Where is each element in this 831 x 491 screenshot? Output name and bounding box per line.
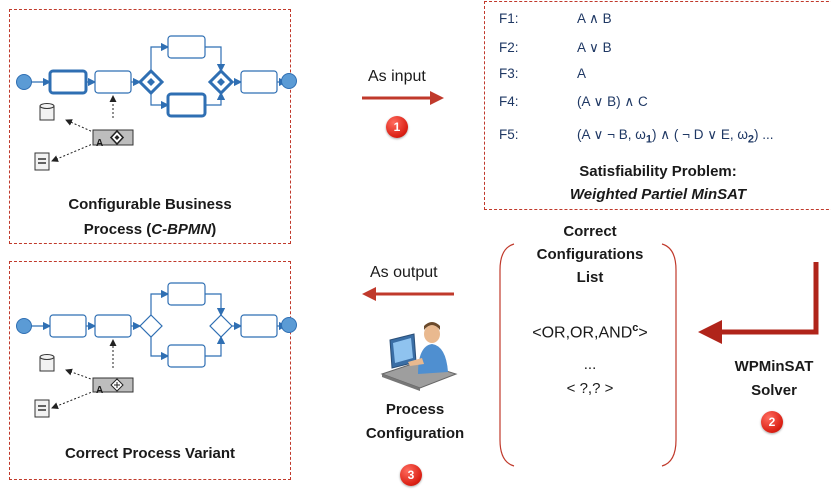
variant-gateway-label: A — [96, 385, 104, 396]
as-input-label: As input — [368, 68, 426, 85]
step-2-badge: 2 — [761, 411, 783, 433]
formula-value-f5: (A ∨ ¬ B, ω1) ∧ ( ¬ D ∨ E, ω2) ... — [577, 127, 774, 146]
as-output-arrow — [362, 287, 454, 301]
variant-task-2 — [94, 314, 132, 338]
user-computer-icon — [380, 322, 458, 391]
variant-gateway-split — [139, 314, 163, 338]
variant-task-upper — [167, 282, 206, 306]
sat-problem-title: Satisfiability Problem: Weighted Partiel… — [485, 160, 831, 206]
variant-task-lower — [167, 344, 206, 368]
as-output-label: As output — [370, 264, 438, 281]
correct-variant-caption: Correct Process Variant — [64, 445, 236, 462]
process-config-line-2: Configuration — [365, 425, 465, 442]
sat-problem-panel: F1: A ∧ B F2: A ∨ B F3: A F4: (A ∨ B) ∧ … — [484, 1, 831, 210]
configurable-gateway-join — [207, 68, 235, 96]
task-2 — [94, 70, 132, 94]
cbpmn-italic: C-BPMN — [151, 221, 212, 238]
solver-arrow — [698, 262, 819, 344]
configurations-list-title: Correct Configurations List — [500, 220, 680, 289]
gateway-requirement-label: A — [96, 138, 104, 149]
solver-line-1: WPMinSAT — [734, 358, 814, 375]
formula-label-f4: F4: — [499, 94, 519, 109]
configs-title-line-3: List — [576, 269, 604, 286]
formula-label-f1: F1: — [499, 11, 519, 26]
configs-title-line-1: Correct — [563, 223, 617, 240]
variant-bpmn-diagram — [16, 282, 288, 418]
variant-document-icon — [34, 399, 50, 418]
document-icon — [34, 152, 50, 171]
formula-label-f2: F2: — [499, 40, 519, 55]
configurations-list-scroll — [499, 243, 677, 467]
variant-start-event — [16, 318, 32, 334]
step-3-badge: 3 — [400, 464, 422, 486]
variant-end-event — [281, 317, 297, 333]
variant-requirement-box — [92, 377, 134, 393]
sat-title-line-1: Satisfiability Problem: — [579, 163, 737, 180]
database-icon — [39, 103, 55, 121]
variant-database-icon — [39, 354, 55, 372]
task-configurable-1 — [48, 69, 88, 95]
start-event — [16, 74, 32, 90]
correct-variant-panel: A Correct Process Variant — [9, 261, 291, 480]
formula-value-f1: A ∧ B — [577, 11, 612, 26]
configuration-ellipsis: ... — [583, 356, 597, 373]
configurable-gateway-split — [137, 68, 165, 96]
configurable-process-caption: Configurable Business Process (C-BPMN) — [10, 192, 290, 242]
sat-title-line-2: Weighted Partiel MinSAT — [569, 186, 747, 203]
process-configuration-label: Process Configuration — [355, 398, 475, 446]
as-input-arrow — [362, 91, 444, 105]
solver-label: WPMinSAT Solver — [724, 355, 824, 403]
formula-value-f3: A — [577, 66, 587, 81]
end-event-top — [281, 73, 297, 89]
configs-title-line-2: Configurations — [536, 246, 644, 263]
process-config-line-1: Process — [385, 401, 445, 418]
formula-value-f2: A ∨ B — [577, 40, 612, 55]
formula-value-f4: (A ∨ B) ∧ C — [577, 94, 648, 109]
formula-label-f5: F5: — [499, 127, 519, 142]
configuration-entry: <OR,OR,ANDc> — [532, 322, 648, 342]
configuration-entry-last: < ?,? > — [566, 380, 614, 397]
step-1-badge: 1 — [386, 116, 408, 138]
variant-task-5 — [240, 314, 278, 338]
configurable-process-panel: A Configurable Business Process (C-BPMN) — [9, 9, 291, 244]
caption-line-1: Configurable Business — [68, 196, 232, 213]
variant-task-1 — [49, 314, 87, 338]
caption-line-2: Process (C-BPMN) — [83, 221, 217, 238]
solver-line-2: Solver — [751, 382, 797, 399]
variant-gateway-join — [209, 314, 233, 338]
task-lower-configurable — [166, 92, 207, 118]
task-upper — [167, 35, 206, 59]
formula-label-f3: F3: — [499, 66, 519, 81]
task-5 — [240, 70, 278, 94]
config-requirement-box — [92, 129, 134, 146]
configurable-bpmn-diagram — [16, 35, 288, 171]
